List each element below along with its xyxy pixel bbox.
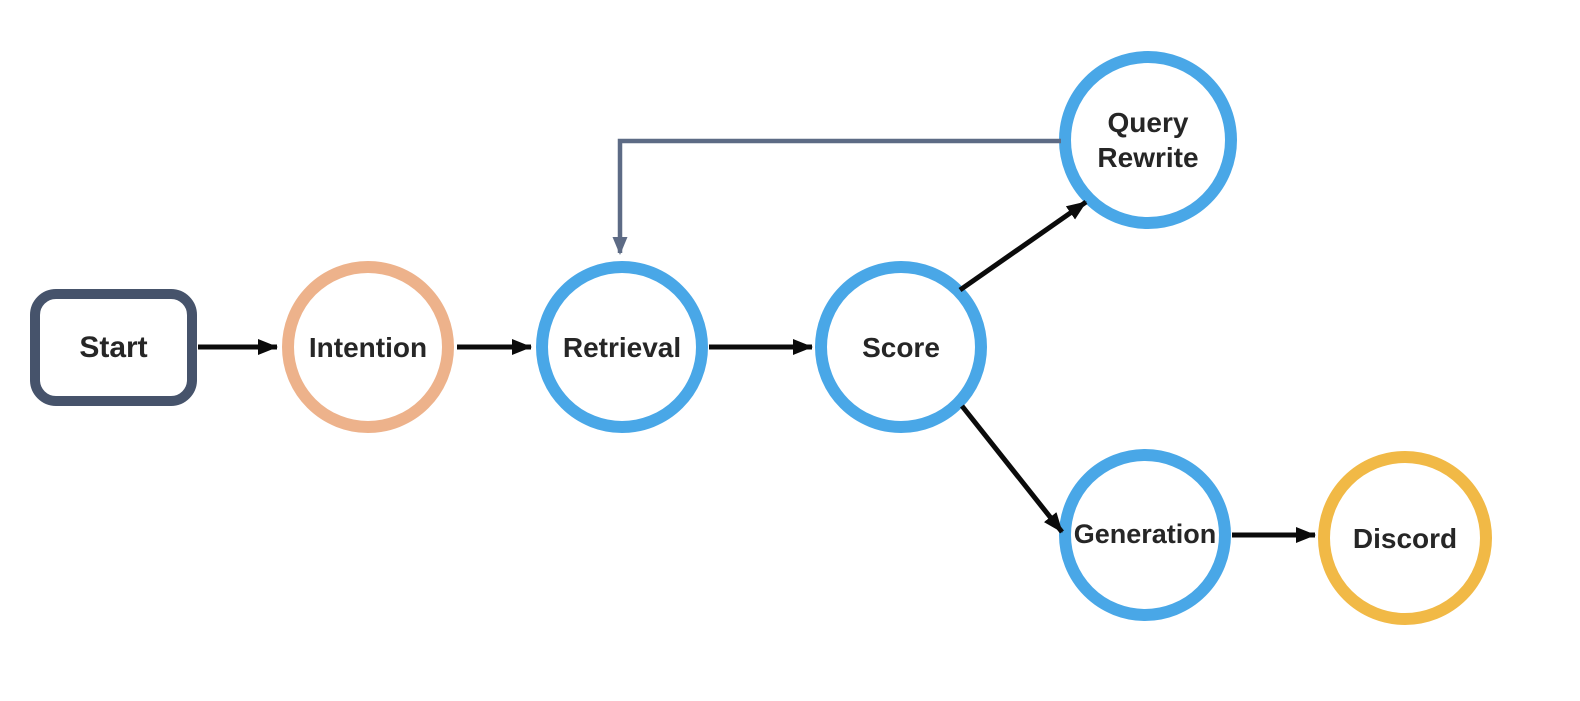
node-intention-label: Intention <box>308 331 428 363</box>
edge-query-rewrite-retrieval-feedback <box>612 138 1061 255</box>
node-start: Start <box>30 289 197 406</box>
node-query-rewrite: Query Rewrite <box>1059 51 1237 229</box>
node-query-rewrite-label: Query Rewrite <box>1097 107 1199 173</box>
edge-score-query-rewrite <box>958 199 1088 293</box>
node-generation-label: Generation <box>1073 519 1217 550</box>
node-start-label: Start <box>79 330 148 364</box>
node-retrieval-label: Retrieval <box>562 331 682 363</box>
node-generation: Generation <box>1059 449 1231 621</box>
node-score: Score <box>815 261 987 433</box>
node-retrieval: Retrieval <box>536 261 708 433</box>
node-discord-label: Discord <box>1352 522 1458 554</box>
node-intention: Intention <box>282 261 454 433</box>
node-discord: Discord <box>1318 451 1492 625</box>
node-score-label: Score <box>862 331 940 363</box>
edge-score-generation <box>960 404 1064 534</box>
